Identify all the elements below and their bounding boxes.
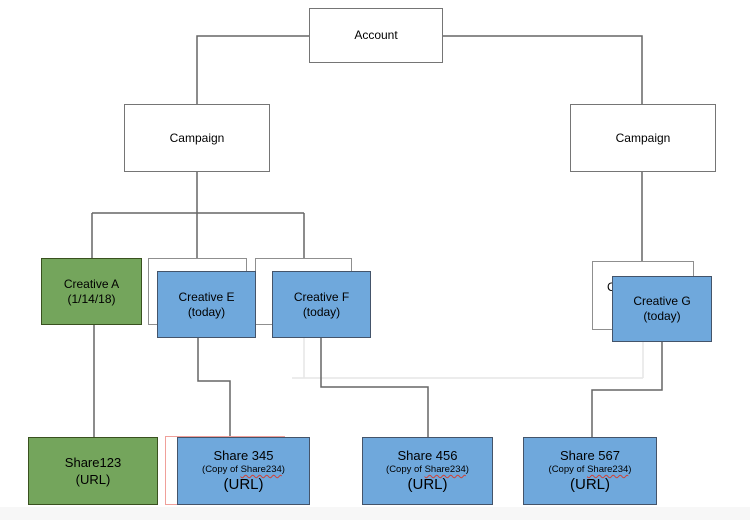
connector-campaign-left-children <box>91 172 305 258</box>
node-creative-f: Creative F (today) <box>272 271 371 338</box>
node-account-label: Account <box>354 28 398 42</box>
node-share456-title: Share 456 <box>397 448 458 463</box>
node-creative-a-subtitle: (1/14/18) <box>67 291 116 306</box>
node-creative-g-title: Creative G <box>633 294 691 308</box>
connector-creativeg-share567 <box>591 342 663 437</box>
node-share123-url: (URL) <box>75 471 111 487</box>
canvas-bottom-band <box>0 507 750 520</box>
connector-creativef-share456 <box>320 338 429 437</box>
node-share345-title: Share 345 <box>213 448 274 463</box>
node-creative-f-title: Creative F <box>293 289 350 304</box>
connector-account-campaign-right <box>443 35 643 104</box>
node-campaign-right: Campaign <box>570 104 716 172</box>
node-share567-title: Share 567 <box>560 448 620 463</box>
node-creative-e-title: Creative E <box>178 289 235 304</box>
node-campaign-right-label: Campaign <box>615 130 671 145</box>
node-share456-url: (URL) <box>407 476 448 493</box>
node-creative-g-subtitle: (today) <box>643 309 681 323</box>
node-creative-e-subtitle: (today) <box>187 304 226 319</box>
node-creative-a: Creative A (1/14/18) <box>41 258 142 325</box>
node-share345: Share 345 (Copy of Share234) (URL) <box>177 437 310 505</box>
connector-account-campaign-left <box>196 35 309 104</box>
misspelled-word: Share234 <box>424 464 466 475</box>
node-share345-copy-line: (Copy of Share234) <box>202 464 285 475</box>
node-campaign-left: Campaign <box>124 104 270 172</box>
connector-creativee-share345 <box>197 338 231 437</box>
node-share123-title: Share123 <box>64 454 122 470</box>
node-share456: Share 456 (Copy of Share234) (URL) <box>362 437 493 505</box>
node-creative-e: Creative E (today) <box>157 271 256 338</box>
node-share123: Share123 (URL) <box>28 437 158 505</box>
connector-ghostf-ghostg <box>292 338 644 379</box>
node-creative-a-title: Creative A <box>63 276 120 291</box>
node-share345-url: (URL) <box>223 476 264 493</box>
ghost-g-clipped-text: C <box>607 281 616 293</box>
node-creative-g: Creative G (today) <box>612 276 712 342</box>
node-share567-url: (URL) <box>570 476 610 493</box>
node-share567-copy-line: (Copy of Share234) <box>548 464 632 475</box>
node-share456-copy-line: (Copy of Share234) <box>386 464 469 475</box>
misspelled-word: Share234 <box>587 464 629 475</box>
node-campaign-left-label: Campaign <box>169 130 225 145</box>
node-share567: Share 567 (Copy of Share234) (URL) <box>523 437 657 505</box>
node-creative-f-subtitle: (today) <box>302 304 341 319</box>
misspelled-word: Share234 <box>240 464 282 475</box>
node-account: Account <box>309 8 443 63</box>
